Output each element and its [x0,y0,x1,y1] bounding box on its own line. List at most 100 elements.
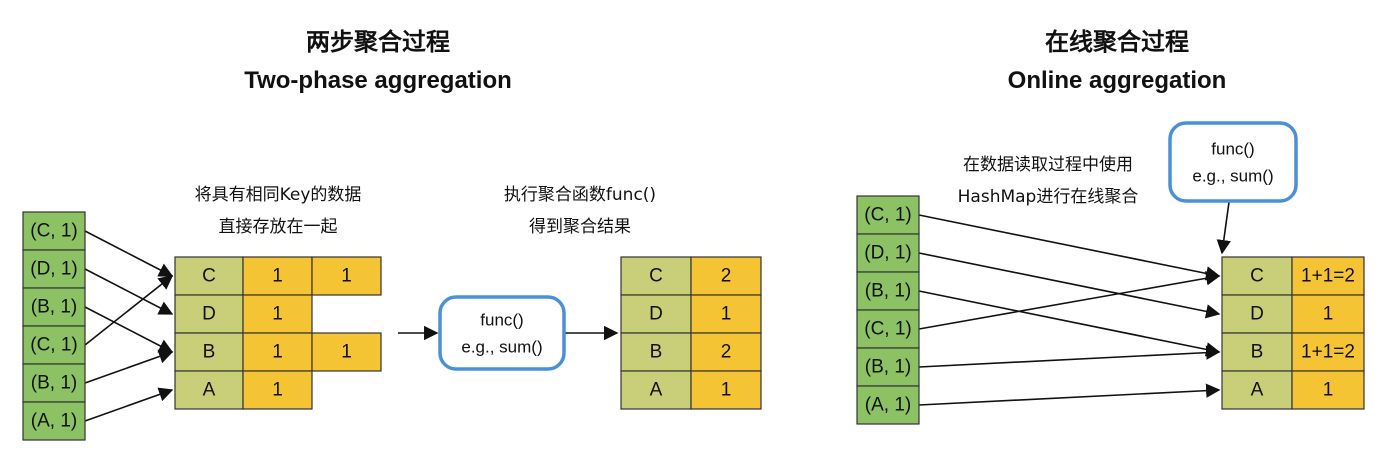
left-result-value-label-D: 1 [721,304,732,325]
right-func-box-line1: func() [1211,140,1254,159]
left-input-arrow-2 [84,306,174,353]
left-input-arrow-4 [84,349,174,384]
group-value-C-0 [242,256,313,296]
left-record-5 [22,401,86,441]
right-record-0 [856,195,920,235]
right-input-arrow-1 [918,252,1221,319]
group-key-B [174,332,244,372]
right-input-arrow-5 [918,383,1221,406]
left-input-arrow-0 [84,230,174,277]
left-func-box: func() e.g., sum() [438,295,566,371]
left-input-arrow-1 [84,268,174,315]
func-caption-line2: 得到聚合结果 [529,217,631,237]
right-result-value-A [1291,370,1365,410]
func-caption-line1: 执行聚合函数func() [504,185,656,205]
group-key-D [174,294,244,334]
group-value-label-C-1: 1 [341,266,352,287]
online-caption-line2: HashMap进行在线聚合 [958,187,1139,207]
right-record-1 [856,233,920,273]
left-result-value-D [690,294,762,334]
right-result-value-label-B: 1+1=2 [1301,342,1355,363]
left-record-1 [22,249,86,289]
left-record-label-4: (B, 1) [31,373,77,394]
func-to-hashmap-arrow [1216,201,1231,255]
right-input-arrow-2 [918,290,1221,357]
right-result-key-C [1221,256,1293,296]
left-func-box-line2: e.g., sum() [461,338,542,357]
group-value-label-B-0: 1 [272,342,283,363]
left-record-2 [22,287,86,327]
right-result-value-B [1291,332,1365,372]
left-record-4 [22,363,86,403]
left-result-key-D [620,294,692,334]
left-title-cn: 两步聚合过程 [306,28,450,56]
right-record-label-0: (C, 1) [864,205,912,226]
right-result-value-D [1291,294,1365,334]
right-result-value-label-A: 1 [1323,380,1334,401]
right-record-label-1: (D, 1) [864,243,912,264]
group-value-B-1 [311,332,382,372]
left-record-label-5: (A, 1) [31,411,77,432]
right-input-arrow-0 [918,214,1221,281]
left-result-value-label-A: 1 [721,380,732,401]
right-result-key-A [1221,370,1293,410]
group-value-A-0 [242,370,313,410]
online-caption-line1: 在数据读取过程中使用 [963,154,1133,175]
left-func-box-border [438,295,566,371]
left-result-value-label-C: 2 [721,266,732,287]
left-record-0 [22,211,86,251]
left-record-label-3: (C, 1) [30,335,78,356]
right-result-value-C [1291,256,1365,296]
left-input-arrow-5 [84,387,174,422]
right-record-label-4: (B, 1) [865,357,911,378]
group-value-label-A-0: 1 [272,380,283,401]
left-record-3 [22,325,86,365]
right-result-key-label-C: C [1250,266,1264,287]
group-key-label-A: A [203,380,216,401]
right-title-en: Online aggregation [1008,67,1227,94]
left-result-value-C [690,256,762,296]
left-func-box-line1: func() [480,311,523,330]
right-result-key-label-A: A [1251,380,1264,401]
left-result-value-label-B: 2 [721,342,732,363]
left-result-value-B [690,332,762,372]
right-result-key-label-B: B [1251,342,1264,363]
group-caption-line1: 将具有相同Key的数据 [195,185,362,205]
group-value-D-0 [242,294,313,334]
right-title-cn: 在线聚合过程 [1045,28,1189,56]
left-record-label-0: (C, 1) [30,221,78,242]
group-value-label-B-1: 1 [341,342,352,363]
right-record-label-2: (B, 1) [865,281,911,302]
shapes-layer: (C, 1) (D, 1) (B, 1) (C, 1) (B, 1) (A, 1) (C, … [22,121,1365,441]
left-record-label-1: (D, 1) [30,259,78,280]
arrows-layer [84,201,1231,422]
group-key-C [174,256,244,296]
left-title-en: Two-phase aggregation [244,67,512,94]
right-func-box-border [1168,121,1298,203]
group-value-label-C-0: 1 [272,266,283,287]
group-key-A [174,370,244,410]
right-record-label-3: (C, 1) [864,319,912,340]
left-result-key-A [620,370,692,410]
right-result-key-label-D: D [1250,304,1264,325]
left-result-key-label-D: D [649,304,663,325]
right-record-3 [856,309,920,349]
left-result-key-label-C: C [649,266,663,287]
group-key-label-D: D [202,304,216,325]
right-func-box: func() e.g., sum() [1168,121,1298,203]
right-result-value-label-D: 1 [1323,304,1334,325]
group-value-label-D-0: 1 [272,304,283,325]
right-record-5 [856,385,920,425]
left-result-key-label-A: A [650,380,663,401]
left-input-arrow-3 [84,275,174,346]
left-result-value-A [690,370,762,410]
group-key-label-B: B [203,342,216,363]
group-key-label-C: C [202,266,216,287]
right-record-label-5: (A, 1) [865,395,911,416]
group-caption-line2: 直接存放在一起 [219,217,338,237]
right-record-2 [856,271,920,311]
right-func-box-line2: e.g., sum() [1192,167,1273,186]
right-result-value-label-C: 1+1=2 [1301,266,1355,287]
left-result-key-label-B: B [650,342,663,363]
